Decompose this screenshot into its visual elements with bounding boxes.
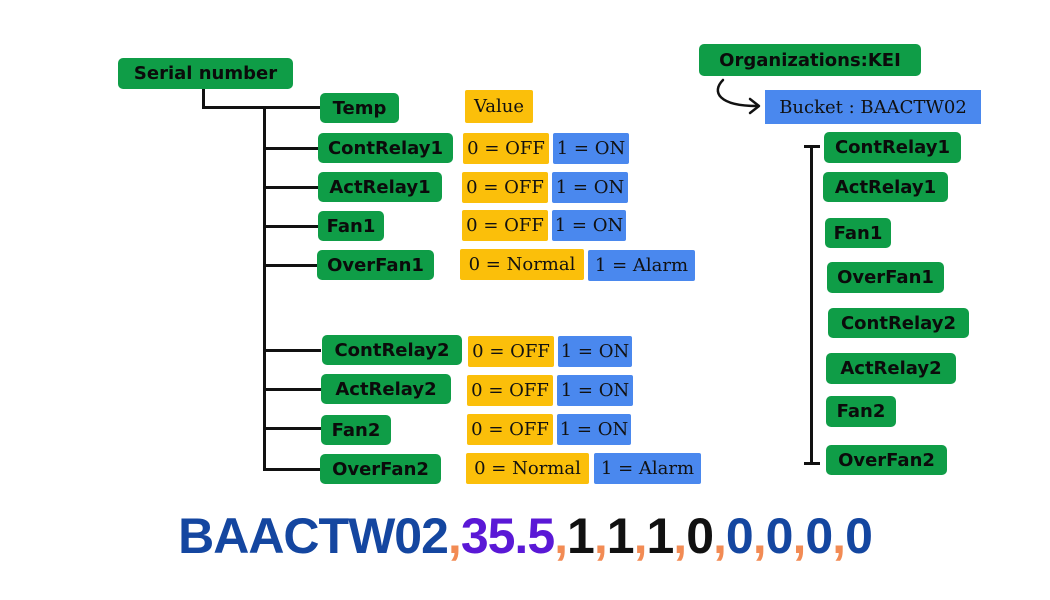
state-off-fan1: 0 = OFF [462,210,548,241]
branch-actrelay2 [263,388,321,391]
state-on-contrelay1: 1 = ON [553,133,629,164]
payload-comma: , [832,508,846,564]
branch-overfan2 [263,468,321,471]
fields-bracket-line [810,145,813,465]
fields-bracket-top [804,145,820,148]
root-elbow [202,106,320,109]
payload-comma: , [554,508,568,564]
node-actrelay2: ActRelay2 [321,374,451,404]
payload-actrelay2: 0 [765,508,794,564]
node-overfan1: OverFan1 [317,250,434,280]
state-on-overfan1: 1 = Alarm [588,250,695,281]
payload-fan1: 1 [646,508,674,564]
payload-overfan1: 0 [686,508,714,564]
state-on-overfan2: 1 = Alarm [594,453,701,484]
payload-comma: , [593,508,608,564]
node-fan1: Fan1 [318,211,384,241]
state-on-actrelay1: 1 = ON [552,172,628,203]
branch-overfan1 [263,264,319,267]
branch-contrelay2 [263,349,321,352]
payload-bucket: BAACTW02 [178,508,449,564]
state-on-contrelay2: 1 = ON [558,336,632,367]
payload-comma: , [447,508,462,564]
field-fan2: Fan2 [826,396,896,427]
state-on-fan2: 1 = ON [557,414,631,445]
state-on-fan1: 1 = ON [552,210,626,241]
state-off-contrelay1: 0 = OFF [463,133,549,164]
payload-temp: 35.5 [460,508,555,564]
field-actrelay1: ActRelay1 [823,172,948,202]
field-overfan2: OverFan2 [826,445,947,475]
payload-comma: , [752,508,767,564]
payload-contrelay2: 0 [725,508,754,564]
node-fan2: Fan2 [321,415,391,445]
payload-comma: , [792,508,806,564]
branch-fan1 [263,225,319,228]
node-overfan2: OverFan2 [320,454,441,484]
payload-comma: , [673,508,687,564]
bucket-label: Bucket : BAACTW02 [765,90,981,124]
fields-bracket-bottom [804,462,820,465]
organization-label: Organizations:KEI [699,44,921,76]
payload-actrelay1: 1 [606,508,635,564]
branch-contrelay1 [263,147,319,150]
state-off-fan2: 0 = OFF [467,414,553,445]
field-contrelay1: ContRelay1 [824,132,961,163]
arrow-org-to-bucket-icon [716,78,761,115]
tree-trunk [263,107,266,471]
payload-string: BAACTW02 , 35.5 , 1 , 1 , 1 , 0 , 0 , 0 … [0,504,1050,568]
node-contrelay2: ContRelay2 [322,335,462,365]
state-off-contrelay2: 0 = OFF [468,336,554,367]
state-off-overfan1: 0 = Normal [460,249,584,280]
payload-fan2: 0 [805,508,833,564]
value-temp: Value [465,90,533,123]
root-stem [202,86,205,108]
node-actrelay1: ActRelay1 [318,172,442,202]
payload-overfan2: 0 [845,508,873,564]
state-on-actrelay2: 1 = ON [557,375,633,406]
branch-actrelay1 [263,186,319,189]
field-overfan1: OverFan1 [827,262,944,293]
field-actrelay2: ActRelay2 [826,353,956,384]
root-serial-number: Serial number [118,58,293,89]
state-off-overfan2: 0 = Normal [466,453,589,484]
node-contrelay1: ContRelay1 [318,133,453,163]
payload-comma: , [713,508,727,564]
state-off-actrelay1: 0 = OFF [462,172,548,203]
state-off-actrelay2: 0 = OFF [467,375,553,406]
field-contrelay2: ContRelay2 [828,308,969,338]
payload-contrelay1: 1 [567,508,595,564]
branch-fan2 [263,427,321,430]
payload-comma: , [633,508,648,564]
field-fan1: Fan1 [825,218,891,248]
node-temp: Temp [320,93,399,123]
